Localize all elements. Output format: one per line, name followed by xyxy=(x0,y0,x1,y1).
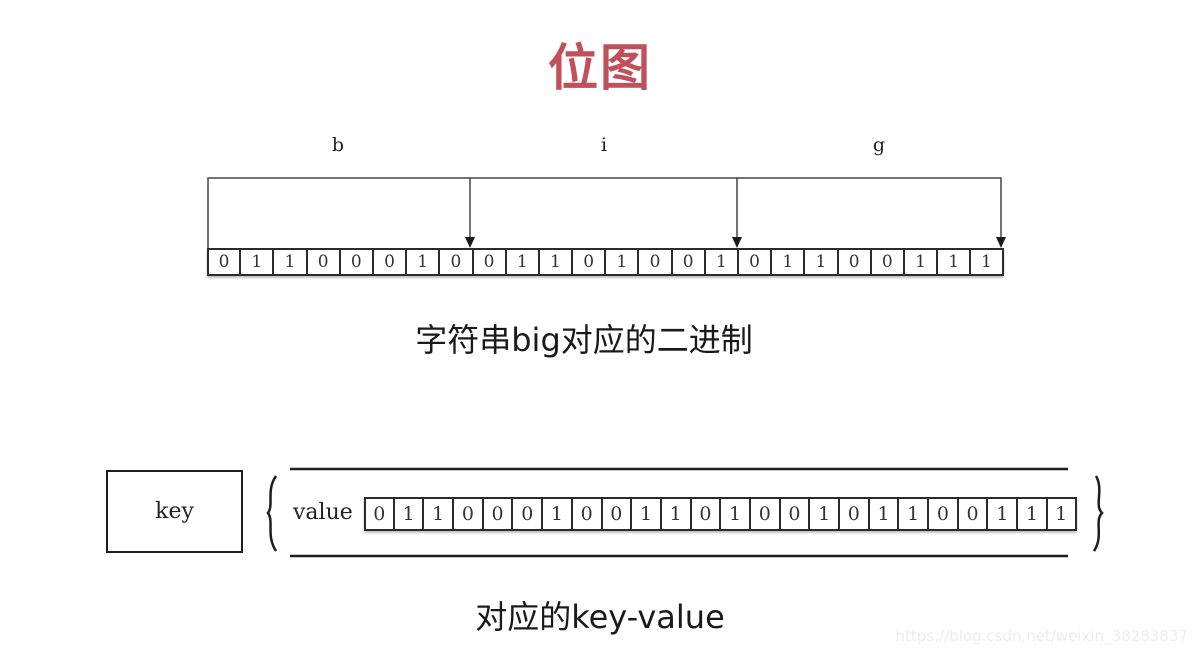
letter-b-label: b xyxy=(331,134,345,156)
bit-cell: 1 xyxy=(538,248,573,276)
value-label: value xyxy=(293,500,353,525)
bit-cell: 1 xyxy=(273,248,307,276)
bit-cell: 1 xyxy=(704,248,738,276)
letter-g-label: g xyxy=(872,134,886,156)
bit-cell: 1 xyxy=(631,497,661,531)
arrow-head-icon xyxy=(996,237,1006,248)
letter-i-label: i xyxy=(600,134,608,156)
bit-cell: 0 xyxy=(364,497,394,531)
watermark: https://blog.csdn.net/weixin_38283837 xyxy=(895,627,1188,645)
bit-cell: 0 xyxy=(779,497,810,531)
value-bit-array: 0 1 1 0 0 0 1 0 0 1 1 0 1 0 0 1 0 1 1 0 … xyxy=(364,497,1077,531)
bit-cell: 1 xyxy=(987,497,1018,531)
bit-cell: 0 xyxy=(839,497,869,531)
bit-cell: 0 xyxy=(306,248,340,276)
key-box: key xyxy=(106,470,243,553)
bit-cell: 1 xyxy=(868,497,899,531)
bit-cell: 1 xyxy=(898,497,929,531)
bit-cell: 0 xyxy=(339,248,373,276)
bit-cell: 0 xyxy=(738,248,772,276)
bit-cell: 1 xyxy=(423,497,454,531)
binary-caption: 字符串big对应的二进制 xyxy=(415,321,753,359)
bit-cell: 0 xyxy=(690,497,721,531)
arrow-head-icon xyxy=(732,237,742,248)
bit-cell: 0 xyxy=(472,248,506,276)
bit-cell: 1 xyxy=(809,497,839,531)
bit-cell: 0 xyxy=(207,248,241,276)
bit-cell: 1 xyxy=(542,497,572,531)
bit-cell: 1 xyxy=(970,248,1004,276)
right-brace-icon xyxy=(1092,475,1104,552)
key-label: key xyxy=(155,499,194,524)
bit-cell: 0 xyxy=(482,497,513,531)
bit-cell: 0 xyxy=(837,248,871,276)
bit-cell: 1 xyxy=(804,248,838,276)
bit-cell: 1 xyxy=(937,248,971,276)
bit-cell: 0 xyxy=(572,248,606,276)
bit-cell: 1 xyxy=(720,497,750,531)
bit-cell: 1 xyxy=(240,248,274,276)
bit-cell: 1 xyxy=(660,497,691,531)
bit-cell: 1 xyxy=(505,248,539,276)
bit-cell: 1 xyxy=(605,248,639,276)
page-title: 位图 xyxy=(548,39,652,97)
bit-cell: 0 xyxy=(453,497,483,531)
bit-cell: 0 xyxy=(512,497,543,531)
bit-cell: 1 xyxy=(406,248,440,276)
bit-cell: 1 xyxy=(393,497,424,531)
bit-cell: 0 xyxy=(749,497,780,531)
arrow-head-icon xyxy=(465,237,475,248)
bit-cell: 0 xyxy=(957,497,988,531)
left-brace-icon xyxy=(266,475,278,552)
bit-cell: 0 xyxy=(870,248,904,276)
top-bit-array: 0 1 1 0 0 0 1 0 0 1 1 0 1 0 0 1 0 1 1 0 … xyxy=(207,248,1004,276)
bit-cell: 0 xyxy=(601,497,632,531)
bit-cell: 0 xyxy=(439,248,473,276)
bit-cell: 1 xyxy=(903,248,938,276)
bit-cell: 0 xyxy=(372,248,407,276)
bit-cell: 0 xyxy=(671,248,705,276)
kv-caption: 对应的key-value xyxy=(475,598,725,636)
bit-cell: 1 xyxy=(1017,497,1047,531)
bit-cell: 0 xyxy=(928,497,958,531)
bit-cell: 0 xyxy=(571,497,602,531)
bit-cell: 1 xyxy=(771,248,805,276)
bit-cell: 0 xyxy=(638,248,672,276)
bit-cell: 1 xyxy=(1046,497,1077,531)
